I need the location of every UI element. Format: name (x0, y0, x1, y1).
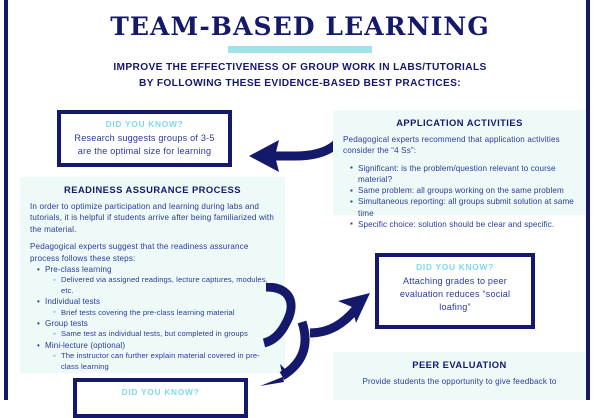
subtitle-line-1: IMPROVE THE EFFECTIVENESS OF GROUP WORK … (113, 62, 487, 73)
callout-peer-grades: DID YOU KNOW? Attaching grades to peer e… (375, 253, 535, 329)
readiness-step: Individual tests Brief tests covering th… (37, 296, 275, 319)
readiness-substep-list: Brief tests covering the pre-class learn… (45, 307, 275, 319)
callout-group-size-line-2: are the optimal size for learning (77, 146, 212, 156)
right-border-rule (586, 0, 590, 400)
readiness-substep-list: The instructor can further explain mater… (45, 351, 275, 372)
page-title: TEAM-BASED LEARNING (110, 12, 490, 41)
readiness-substep: Delivered via assigned readings, lecture… (53, 275, 275, 296)
readiness-substep: Same test as individual tests, but compl… (53, 329, 275, 340)
callout-peer-grades-label: DID YOU KNOW? (416, 262, 494, 272)
subtitle-line-2: BY FOLLOWING THESE EVIDENCE-BASED BEST P… (138, 77, 462, 89)
callout-bottom-partial-label: DID YOU KNOW? (121, 387, 200, 397)
readiness-paragraph-1: In order to optimize participation and l… (30, 202, 274, 234)
callout-group-size-line-1: Research suggests groups of 3-5 (74, 133, 215, 143)
application-four-ss-list: Significant: is the problem/question rel… (343, 162, 576, 230)
callout-peer-grades-line-3: loafing” (439, 302, 471, 312)
panel-readiness-assurance: READINESS ASSURANCE PROCESS In order to … (20, 177, 285, 373)
peer-evaluation-title: PEER EVALUATION (412, 359, 507, 370)
readiness-title: READINESS ASSURANCE PROCESS (64, 184, 241, 195)
readiness-paragraph-2: Pedagogical experts suggest that the rea… (30, 242, 249, 263)
readiness-step-list: Pre-class learning Delivered via assigne… (30, 264, 275, 372)
readiness-substep: The instructor can further explain mater… (53, 351, 275, 372)
readiness-step-label: Pre-class learning (45, 265, 112, 275)
readiness-substep-list: Delivered via assigned readings, lecture… (45, 275, 275, 296)
readiness-substep: Brief tests covering the pre-class learn… (53, 307, 275, 319)
page-subtitle: IMPROVE THE EFFECTIVENESS OF GROUP WORK … (0, 60, 600, 91)
callout-bottom-partial: DID YOU KNOW? (73, 378, 248, 418)
readiness-step: Group tests Same test as individual test… (37, 318, 275, 340)
callout-group-size-label: DID YOU KNOW? (105, 119, 184, 129)
readiness-step-label: Individual tests (45, 297, 101, 307)
peer-evaluation-body: Provide students the opportunity to give… (362, 377, 557, 386)
callout-peer-grades-line-1: Attaching grades to peer (403, 276, 507, 286)
readiness-step: Mini-lecture (optional) The instructor c… (37, 340, 275, 372)
readiness-substep-list: Same test as individual tests, but compl… (45, 329, 275, 340)
readiness-step: Pre-class learning Delivered via assigne… (37, 264, 275, 296)
readiness-step-label: Group tests (45, 319, 88, 329)
application-item: Simultaneous reporting: all groups submi… (350, 196, 576, 218)
infographic-canvas: TEAM-BASED LEARNING IMPROVE THE EFFECTIV… (0, 0, 600, 400)
callout-peer-grades-line-2: evaluation reduces “social (399, 289, 511, 299)
panel-application-activities: APPLICATION ACTIVITIES Pedagogical exper… (333, 110, 586, 230)
panel-peer-evaluation: PEER EVALUATION Provide students the opp… (333, 352, 586, 400)
application-item: Significant: is the problem/question rel… (350, 162, 576, 185)
application-item: Same problem: all groups working on the … (350, 185, 576, 196)
callout-peer-grades-body: Attaching grades to peer evaluation redu… (385, 275, 525, 314)
callout-group-size-body: Research suggests groups of 3-5 are the … (67, 132, 222, 158)
application-intro: Pedagogical experts recommend that appli… (343, 135, 560, 156)
title-underline-accent (228, 46, 372, 53)
left-border-rule (4, 0, 8, 400)
application-item: Specific choice: solution should be clea… (350, 218, 576, 230)
callout-group-size: DID YOU KNOW? Research suggests groups o… (57, 110, 232, 167)
readiness-step-label: Mini-lecture (optional) (45, 341, 126, 351)
application-title: APPLICATION ACTIVITIES (396, 117, 523, 128)
